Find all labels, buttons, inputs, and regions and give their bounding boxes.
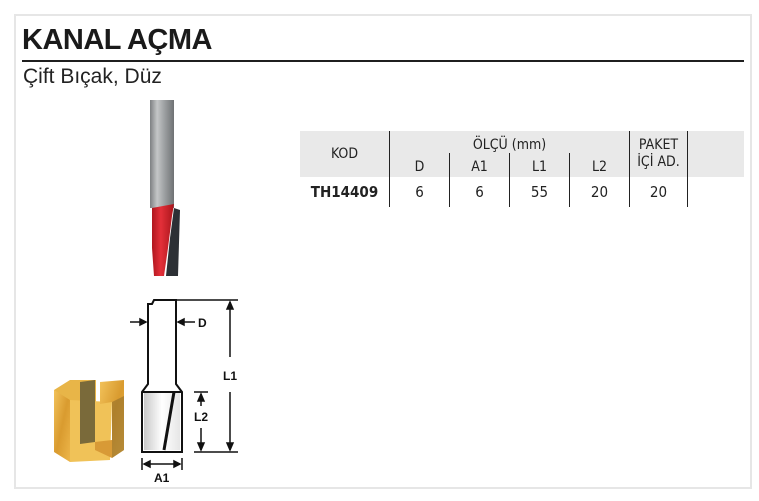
cell-filler [687,177,744,207]
col-header-olcu: ÖLÇÜ (mm) [389,131,630,153]
label-d: D [198,316,207,330]
header-filler [687,131,744,177]
dimension-d-arrows [130,317,195,327]
bit-shank [150,100,174,208]
label-l2: L2 [194,410,208,424]
col-header-d: D [389,153,450,177]
table-row: TH14409 6 6 55 20 20 [300,177,744,207]
dimension-l2-arrows [194,391,208,452]
col-header-kod: KOD [300,131,390,177]
label-l1: L1 [223,369,237,383]
col-header-paket-line2: İÇİ AD. [637,154,680,170]
dimension-diagram: D L1 L2 A1 [54,299,238,485]
cell-kod: TH14409 [310,183,379,201]
cell-l1: 55 [509,177,570,207]
page-subtitle: Çift Bıçak, Düz [23,65,162,88]
col-header-a1: A1 [449,153,510,177]
dimension-l1-arrows [176,299,238,453]
col-header-paket: PAKET İÇİ AD. [629,131,688,177]
router-bit-photo [150,100,180,276]
bit-body [152,204,174,276]
bit-outline [141,299,183,453]
col-header-l2: L2 [569,153,630,177]
bit-blade [166,208,180,276]
page-title: KANAL AÇMA [22,24,212,56]
cell-a1: 6 [449,177,510,207]
cell-pack: 20 [629,177,688,207]
title-divider [22,60,744,62]
cell-l2: 20 [569,177,630,207]
cell-d: 6 [389,177,450,207]
label-a1: A1 [154,471,170,485]
col-header-l1: L1 [509,153,570,177]
dimension-a1-arrows [141,458,183,470]
wood-block-icon [54,380,124,462]
spec-table: KOD ÖLÇÜ (mm) PAKET İÇİ AD. D A1 L1 L2 T… [300,131,744,207]
col-header-paket-line1: PAKET [638,137,679,153]
product-card [14,14,752,489]
